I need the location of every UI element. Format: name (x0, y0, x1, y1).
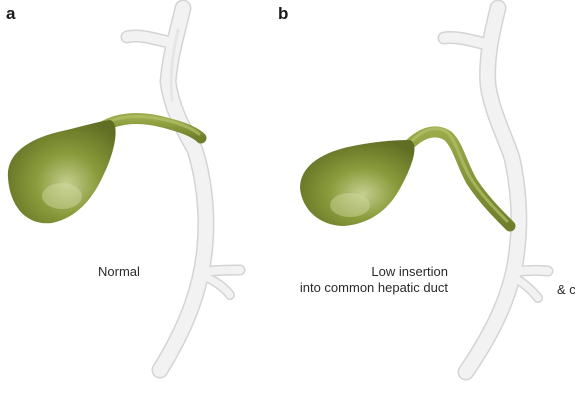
bile-duct-b (437, 0, 554, 381)
cystic-duct-a (98, 113, 207, 144)
bile-duct-a (120, 0, 246, 379)
panel-letter-a: a (6, 4, 16, 23)
caption-normal: Normal (98, 264, 140, 280)
caption-cropped: & c (557, 282, 575, 297)
caption-line: into common hepatic duct (299, 280, 448, 295)
cystic-duct-b (402, 126, 516, 232)
panel-letter-b: b (278, 4, 289, 23)
caption-line: Normal (98, 264, 140, 279)
gallbladder-b (300, 140, 415, 226)
panel-a (7, 0, 246, 379)
gallbladder-a (7, 120, 116, 224)
caption-low-insertion: Low insertion into common hepatic duct (300, 264, 448, 296)
caption-line: Low insertion (371, 264, 448, 279)
panel-b (300, 0, 554, 381)
